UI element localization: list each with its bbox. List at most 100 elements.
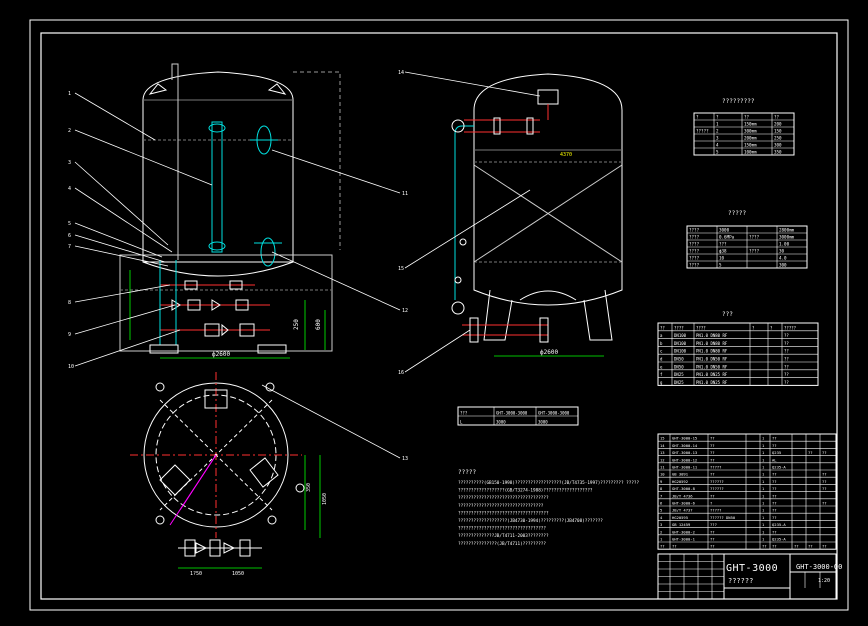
outer-border	[29, 19, 849, 611]
table-mid-cell: ????	[689, 242, 700, 247]
table-top-cell: 1	[716, 122, 719, 127]
table-dim-cell: 3000	[538, 420, 548, 425]
table-parts-cell: ??	[794, 544, 799, 549]
table-top-cell: 250	[774, 136, 782, 141]
table-parts-cell: 1	[762, 501, 765, 506]
table-parts-cell: ??	[660, 544, 665, 549]
table-parts-cell: ??	[762, 544, 767, 549]
table-nozzle-cell: ??	[784, 349, 789, 354]
drawing-subtitle: ??????	[728, 577, 753, 585]
table-parts-cell: GB 3091	[672, 472, 689, 477]
table-parts-cell: 1	[660, 537, 663, 542]
dim-internal: 4370	[560, 152, 572, 158]
note-line: ???????????????????????????????????	[458, 510, 549, 516]
table-mid-cell: ????	[689, 256, 700, 261]
table-parts-cell: ??	[822, 501, 827, 506]
table-nozzle-cell: DN25	[674, 380, 684, 385]
table-nozzle-cell: PN1.0 DN50 RF	[696, 357, 728, 362]
table-parts-cell: 1	[762, 493, 765, 498]
table-parts-cell: 14	[660, 443, 665, 448]
table-parts-cell: ??	[772, 544, 777, 549]
leader-13: 13	[402, 456, 408, 462]
notes-title: ?????	[458, 469, 476, 476]
table-dim-cell: GHT-3000-3000	[538, 411, 570, 416]
table-nozzle-cell: DN50	[674, 357, 684, 362]
leader-16: 16	[398, 370, 404, 376]
table-mid-cell: ????	[689, 263, 700, 268]
table-parts-cell: GHT-3000-6	[672, 501, 696, 506]
note-line: ???????????????????????????????????	[458, 495, 549, 501]
leader-4: 4	[68, 186, 71, 192]
table-nozzle-cell: ??	[784, 380, 789, 385]
drawing-scale: 1:20	[818, 578, 830, 584]
table-top-title: ?????????	[722, 98, 755, 105]
table-nozzle-cell: ?	[770, 325, 773, 330]
table-top-cell: 300	[774, 143, 782, 148]
leader-5: 5	[68, 221, 71, 227]
table-parts-cell: ??	[710, 537, 715, 542]
title-block	[657, 553, 837, 600]
table-parts-cell: 1	[762, 479, 765, 484]
table-nozzle-cell: d	[660, 357, 663, 362]
drawing-title: GHT-3000	[726, 563, 778, 574]
table-nozzle-cell: a	[660, 333, 663, 338]
leader-3: 3	[68, 160, 71, 166]
table-parts-cell: 10	[660, 472, 665, 477]
table-parts-cell: Q235-A	[772, 465, 786, 470]
leader-15: 15	[398, 266, 404, 272]
table-top-cell: 150mm	[744, 122, 757, 127]
table-mid-cell: 1.00	[779, 242, 790, 247]
table-parts-cell: 1	[762, 515, 765, 520]
vessel-front-view	[119, 63, 341, 359]
table-nozzle-cell: PN1.0 DN80 RF	[696, 349, 728, 354]
table-parts-cell: 1	[762, 443, 765, 448]
table-mid-cell: 0.6MPa	[719, 235, 735, 240]
table-parts-cell: 15	[660, 436, 665, 441]
table-top-cell: 300mm	[744, 129, 757, 134]
table-dim-cell: ???	[460, 411, 468, 416]
table-parts-cell: ??	[822, 486, 827, 491]
table-mid-cell: 3000mm	[779, 235, 795, 240]
table-top-cell: ??	[744, 115, 750, 120]
table-nozzle-cell: ??	[784, 372, 789, 377]
table-parts-cell: GHT-3000-13	[672, 450, 697, 455]
table-parts-cell: GHT-3000-2	[672, 529, 695, 534]
table-parts-cell: 6	[660, 501, 663, 506]
note-line: ?????????????????????????????????	[458, 503, 544, 509]
table-nozzle-cell: ????	[674, 325, 684, 330]
drawing-number: GHT-3000-00	[796, 563, 842, 571]
table-parts-cell: ??	[772, 472, 777, 477]
note-line: ??????????????????(GB/T3274-1988)???????…	[458, 488, 593, 494]
vessel-side-view	[451, 73, 623, 357]
table-mid-cell: 30	[779, 249, 785, 254]
note-line: ???????????????????(JB4730-1994)????????…	[458, 518, 603, 524]
table-nozzle-cell: ??	[784, 364, 789, 369]
table-mid-cell: ???	[719, 242, 727, 247]
table-nozzle-cell: ????	[696, 325, 706, 330]
table-mid-cell: ????	[749, 249, 760, 254]
table-nozzle-cell: ??	[784, 333, 789, 338]
table-parts-cell: 1	[762, 529, 765, 534]
leader-2: 2	[68, 128, 71, 134]
dim-plan-b1: 1?50	[190, 571, 202, 577]
table-parts-cell: JB/T 4736	[672, 493, 693, 498]
table-mid-cell: ф38	[719, 249, 727, 254]
table-nozzle-cell: ??	[784, 357, 789, 362]
table-parts-cell: 8	[660, 486, 663, 491]
table-top-cell: 100mm	[744, 150, 757, 155]
leader-1: 1	[68, 91, 71, 97]
note-line: ??????????????JB/T4711-2003????????	[458, 533, 549, 539]
table-parts-cell: ??	[710, 457, 715, 462]
table-nozzle-cell: PN1.0 DN80 RF	[696, 341, 728, 346]
dim-right-bottom: ф2600	[540, 349, 558, 356]
table-mid-cell: 5	[719, 263, 722, 268]
table-nozzle-cell: DN25	[674, 372, 684, 377]
table-parts-cell: Q235	[772, 450, 781, 455]
table-top-cell: 3	[716, 136, 719, 141]
table-parts-cell: ??	[772, 479, 777, 484]
table-parts-cell: ??	[710, 472, 715, 477]
table-parts-cell: ??	[672, 544, 677, 549]
